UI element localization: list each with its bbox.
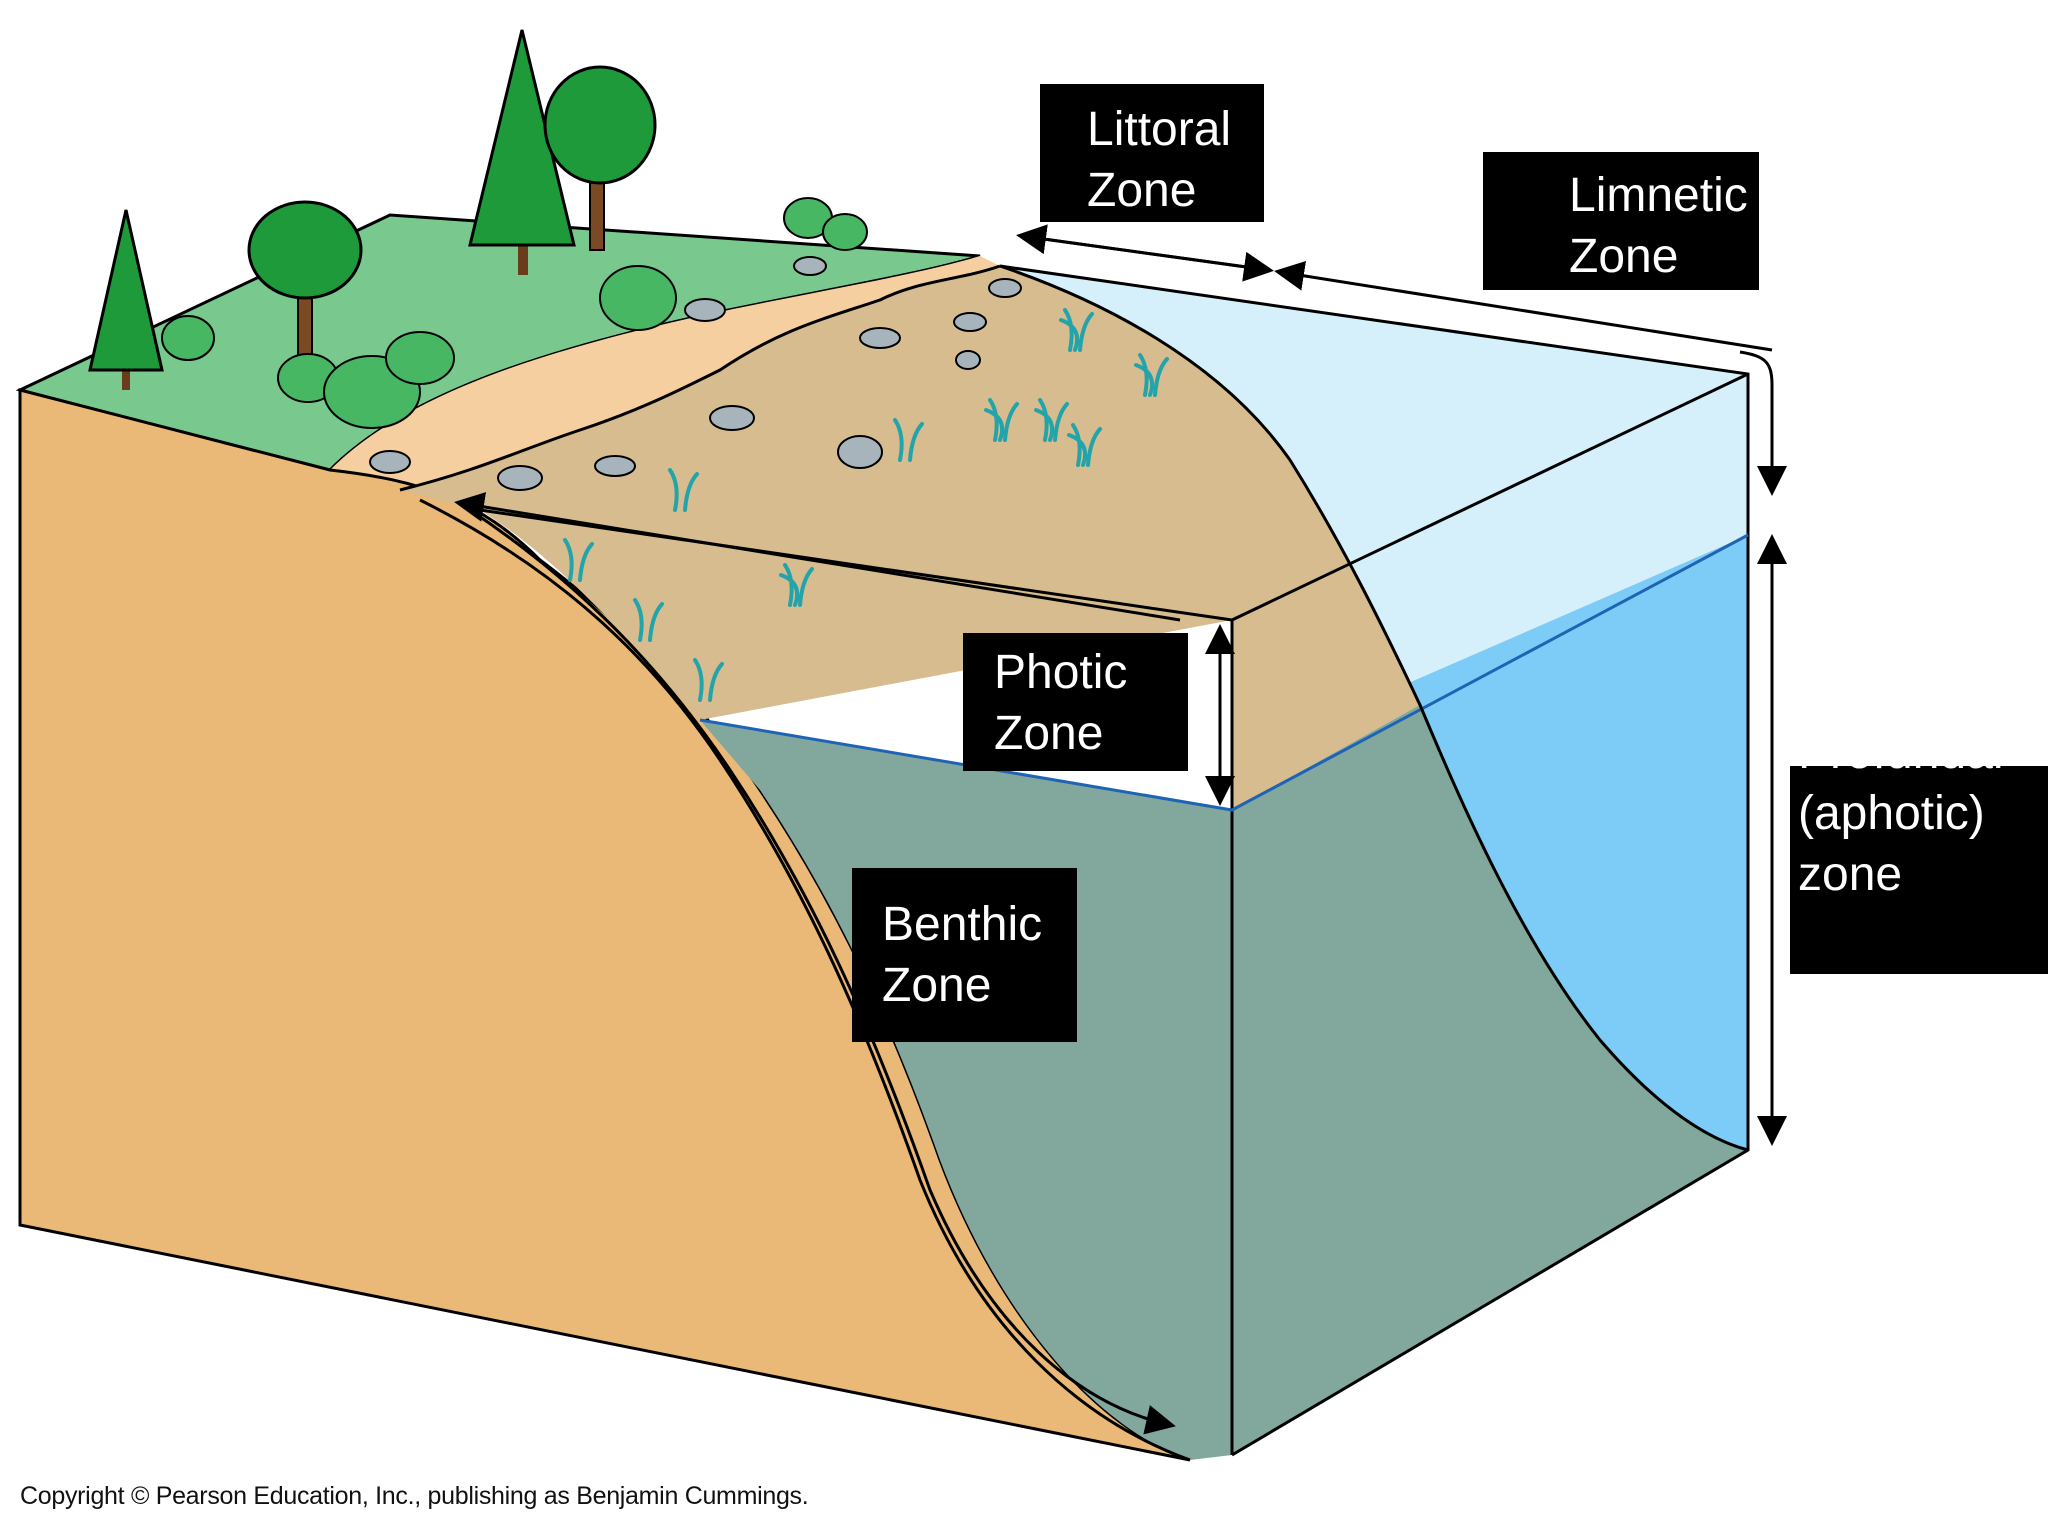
photic-boundary-line (699, 533, 1749, 812)
benthic-zone-label: Benthic Zone (852, 868, 1077, 1042)
conifer-tree-icon (88, 209, 164, 390)
benthic-inner-line (419, 498, 1191, 1462)
photic-zone-label: Photic Zone (963, 633, 1188, 771)
deciduous-tree-icon (247, 200, 363, 361)
copyright-notice: Copyright © Pearson Education, Inc., pub… (20, 1482, 809, 1510)
profundal-label-line-1: Profundal (1798, 766, 2048, 783)
littoral-arrow (1021, 234, 1274, 282)
aquatic-plant-icon (563, 308, 1169, 702)
littoral-label-line-1: Littoral (1087, 103, 1232, 156)
profundal-zone-label: Profundal (aphotic) zone (1790, 766, 2048, 974)
rock-icon (369, 256, 1022, 491)
benthic-arrow (469, 508, 1176, 1435)
limnetic-arrow (1274, 260, 1773, 352)
photic-back-edge (479, 508, 1233, 622)
slope-curve (999, 264, 1749, 1152)
shoreline (399, 264, 1001, 492)
benthic-label-line-1: Benthic (882, 898, 1043, 951)
littoral-zone-label: Littoral Zone (1040, 84, 1264, 222)
profundal-label-line-3: zone (1798, 848, 1903, 901)
limnetic-arrow (1739, 350, 1787, 496)
photic-label-line-2: Zone (994, 707, 1104, 760)
benthic-label-line-2: Zone (882, 959, 992, 1012)
photic-label-line-1: Photic (994, 646, 1128, 699)
profundal-label-line-2: (aphotic) (1798, 787, 1985, 840)
limnetic-label-line-2: Zone (1569, 230, 1679, 283)
shrub-icon (161, 197, 868, 429)
water-top-edge (999, 264, 1750, 1457)
limnetic-zone-label: Limnetic Zone (1483, 152, 1759, 290)
limnetic-label-line-1: Limnetic (1569, 169, 1748, 222)
deciduous-tree-icon (543, 65, 657, 251)
littoral-label-line-2: Zone (1087, 164, 1197, 217)
benthic-arrow (454, 492, 1181, 622)
